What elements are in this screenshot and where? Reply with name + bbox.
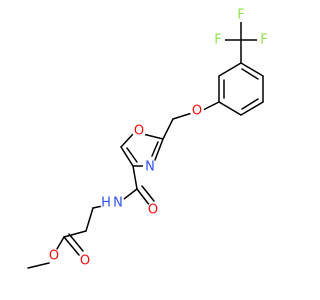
atom-label-n-ring: N	[145, 160, 155, 175]
atom-n-ring: N	[143, 160, 157, 175]
bond-benzene-a-inner	[241, 68, 259, 80]
bond-amide-c-n	[123, 188, 138, 200]
bond-oxazole-carbonyl	[132, 165, 138, 190]
atom-label-layer: F F F O O N O N	[47, 8, 271, 269]
atom-label-o-amide: O	[148, 203, 158, 218]
bond-oxazole-n3-c2	[154, 138, 164, 161]
atom-o-ring: O	[132, 124, 146, 139]
bond-ester-c-o	[56, 236, 65, 250]
atom-o-ester: O	[47, 249, 61, 264]
atom-h-amide: H	[100, 196, 112, 211]
atom-f3: F	[257, 33, 271, 48]
bond-benzene-c-inner	[241, 98, 259, 110]
atom-label-n-amide: N	[113, 196, 123, 211]
bond-o-ch2	[172, 112, 193, 120]
bond-benzene-d	[218, 101, 242, 116]
bond-oxazole-c5-c4	[120, 146, 134, 167]
bond-oxazole-c2-o1	[142, 133, 164, 140]
atom-label-f1: F	[237, 8, 244, 23]
atom-o-amide: O	[146, 203, 160, 218]
atom-o-ether: O	[190, 104, 204, 119]
bond-ch2-oxazole	[162, 118, 174, 140]
atom-o-ester-carbonyl: O	[78, 254, 92, 269]
bond-ester-c-o-double-inner	[68, 233, 84, 252]
bond-layer	[27, 18, 264, 269]
bond-amide-c-o-double	[141, 185, 155, 202]
bond-ch2-ester-c	[63, 230, 87, 238]
atom-label-o-ether: O	[192, 104, 202, 119]
atom-label-f2: F	[214, 33, 221, 48]
bond-benzene-c	[240, 101, 264, 116]
atom-f2: F	[211, 33, 225, 48]
bond-aryl-o	[202, 101, 220, 111]
bond-o-methyl	[27, 262, 50, 269]
bond-ester-c-o-double	[63, 236, 80, 256]
bond-benzene-a	[240, 62, 264, 77]
atom-label-f3: F	[260, 33, 267, 48]
bond-ch2-ch2	[85, 207, 94, 232]
atom-label-h-amide: H	[101, 196, 111, 211]
atom-label-o-ester-carbonyl: O	[80, 254, 90, 269]
bond-oxazole-o1-c5	[120, 132, 135, 148]
bond-oxazole-n3-c2-inner	[151, 141, 159, 157]
atom-n-amide: N	[111, 196, 125, 211]
bond-oxazole-c5-c4-inner	[126, 147, 138, 163]
atom-label-o-ester: O	[49, 249, 59, 264]
molecule-structure: F F F O O N O N	[27, 7, 271, 269]
bond-amide-c-o	[136, 188, 151, 207]
atom-f1: F	[234, 8, 248, 23]
atom-label-o-ring: O	[134, 124, 144, 139]
bond-benzene-f	[218, 62, 242, 77]
